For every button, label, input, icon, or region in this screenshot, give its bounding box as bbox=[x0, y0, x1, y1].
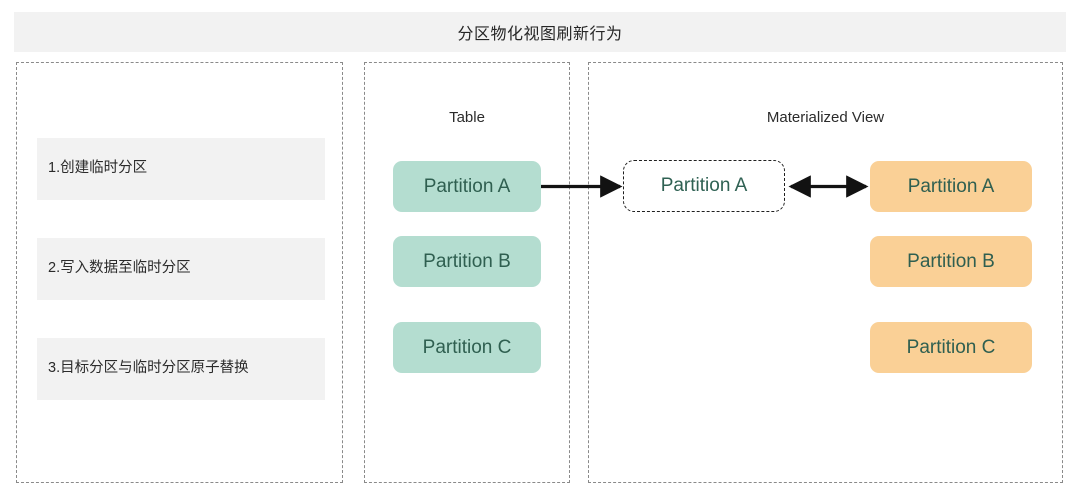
mv-partition-c: Partition C bbox=[870, 322, 1032, 373]
step-item: 3.目标分区与临时分区原子替换 bbox=[37, 338, 325, 400]
diagram-title: 分区物化视图刷新行为 bbox=[457, 26, 623, 43]
temp-partition-a: Partition A bbox=[623, 160, 785, 212]
partition-label: Partition A bbox=[423, 175, 511, 197]
table-partition-b: Partition B bbox=[393, 236, 541, 287]
table-partition-a: Partition A bbox=[393, 161, 541, 212]
partition-label: Partition A bbox=[907, 175, 995, 197]
materialized-view-panel bbox=[588, 62, 1063, 483]
partition-label: Partition B bbox=[423, 250, 511, 272]
partition-label: Partition B bbox=[907, 250, 995, 272]
diagram-title-bar: 分区物化视图刷新行为 bbox=[14, 12, 1066, 52]
step-item: 1.创建临时分区 bbox=[37, 138, 325, 200]
partition-label: Partition C bbox=[422, 336, 512, 358]
steps-panel bbox=[16, 62, 343, 483]
table-partition-c: Partition C bbox=[393, 322, 541, 373]
step-label: 3.目标分区与临时分区原子替换 bbox=[48, 360, 249, 377]
step-label: 1.创建临时分区 bbox=[48, 160, 148, 177]
partition-label: Partition C bbox=[906, 336, 996, 358]
step-label: 2.写入数据至临时分区 bbox=[48, 260, 191, 277]
step-item: 2.写入数据至临时分区 bbox=[37, 238, 325, 300]
table-panel bbox=[364, 62, 570, 483]
partition-label: Partition A bbox=[660, 175, 748, 196]
mv-partition-a: Partition A bbox=[870, 161, 1032, 212]
table-panel-heading: Table bbox=[449, 109, 485, 126]
materialized-view-panel-heading: Materialized View bbox=[766, 109, 885, 126]
mv-partition-b: Partition B bbox=[870, 236, 1032, 287]
